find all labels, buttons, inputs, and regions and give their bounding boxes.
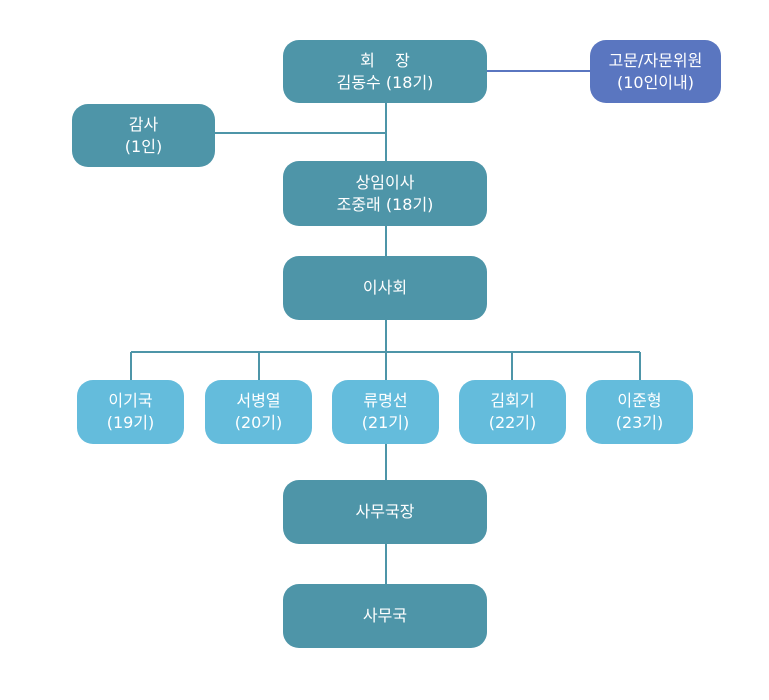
auditor-detail: (1인): [124, 136, 163, 156]
director-name: 이기국: [108, 391, 153, 410]
board-title: 이사회: [362, 278, 408, 297]
board-node: 이사회: [283, 256, 487, 320]
director-name: 이준형: [617, 391, 662, 410]
advisors-node: 고문/자문위원 (10인이내): [590, 40, 721, 103]
advisors-detail: (10인이내): [616, 72, 694, 92]
secretary-general-title: 사무국장: [355, 502, 415, 521]
director-generation: (19기): [106, 413, 155, 432]
secretariat-title: 사무국: [362, 606, 408, 625]
director-generation: (23기): [615, 413, 664, 432]
advisors-title: 고문/자문위원: [608, 50, 703, 70]
director-generation: (20기): [234, 413, 283, 432]
director-node: 김회기 (22기): [459, 380, 566, 444]
director-node: 이기국 (19기): [77, 380, 184, 444]
director-node: 류명선 (21기): [332, 380, 439, 444]
director-name: 서병열: [236, 391, 281, 410]
standing-director-node: 상임이사 조중래 (18기): [283, 161, 487, 226]
director-name: 김회기: [490, 391, 535, 410]
director-name: 류명선: [363, 391, 408, 410]
president-name: 김동수 (18기): [336, 72, 434, 92]
auditor-node: 감사 (1인): [72, 104, 215, 167]
standing-director-name: 조중래 (18기): [336, 194, 434, 214]
secretary-general-node: 사무국장: [283, 480, 487, 544]
president-title: 회 장: [360, 50, 410, 70]
standing-director-title: 상임이사: [355, 172, 415, 192]
director-generation: (22기): [488, 413, 537, 432]
director-node: 서병열 (20기): [205, 380, 312, 444]
secretariat-node: 사무국: [283, 584, 487, 648]
auditor-title: 감사: [128, 114, 159, 134]
director-node: 이준형 (23기): [586, 380, 693, 444]
president-node: 회 장 김동수 (18기): [283, 40, 487, 103]
director-generation: (21기): [361, 413, 410, 432]
